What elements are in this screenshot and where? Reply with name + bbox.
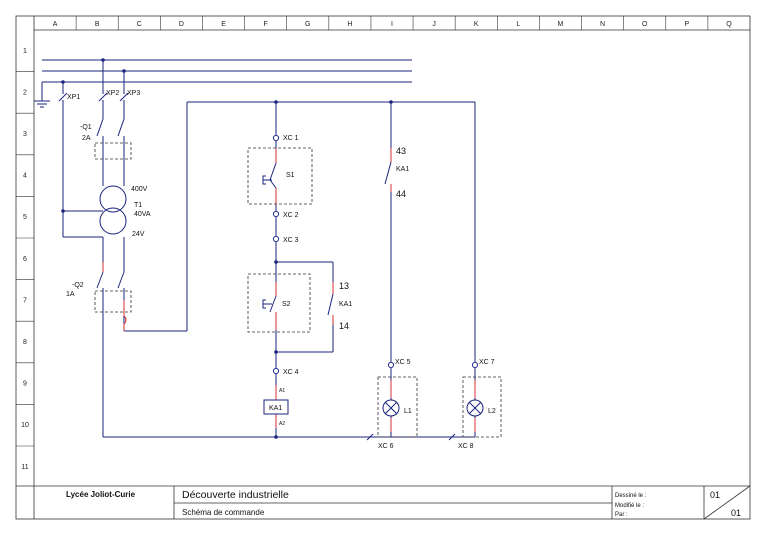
terminal-label: XC 8 (458, 443, 474, 450)
title-block: Lycée Joliot-Curie Découverte industriel… (66, 485, 751, 520)
coil-a2: A2 (279, 421, 285, 427)
sheet-number: 01 (710, 490, 720, 500)
terminal-label: XC 6 (378, 443, 394, 450)
column-label: O (642, 21, 648, 28)
row-label: 8 (23, 339, 27, 346)
column-label: B (95, 21, 100, 28)
terminal-label: XC 2 (283, 212, 299, 219)
terminal-label: XC 4 (283, 369, 299, 376)
fuse-label: XP3 (127, 90, 140, 97)
ka1-aux-top: 43 (396, 146, 406, 156)
contact-blades (96, 118, 392, 316)
lamp-symbols (382, 399, 484, 417)
column-label: D (179, 21, 184, 28)
pushbutton-actuators (262, 175, 272, 309)
column-label: G (305, 21, 310, 28)
fuse-label: XP1 (67, 94, 80, 101)
drawing-frame (15, 15, 751, 520)
column-label: L (516, 21, 520, 28)
row-label: 10 (21, 422, 29, 429)
row-label: 1 (23, 48, 27, 55)
modified-on-label: Modifié le : (615, 503, 644, 509)
grid-ticks (16, 16, 709, 447)
ka1-hold-bottom: 14 (339, 321, 349, 331)
switch-s2-label: S2 (282, 301, 291, 308)
terminal-markers (272, 134, 479, 375)
terminal-label: XC 7 (479, 359, 495, 366)
transformer-primary: 400V (131, 186, 148, 193)
switch-s1-label: S1 (286, 172, 295, 179)
ka1-hold-top: 13 (339, 281, 349, 291)
breaker-q2-label: -Q2 (72, 282, 84, 289)
row-label: 3 (23, 131, 27, 138)
terminal-label: XC 5 (395, 359, 411, 366)
terminal-label: XC 1 (283, 135, 299, 142)
transformer-power: 40VA (134, 211, 151, 218)
ka1-aux-name: KA1 (396, 166, 409, 173)
drawn-by-label: Par : (615, 512, 628, 518)
row-label: 9 (23, 381, 27, 388)
labels: XP1 XP2 XP3 -Q1 2A 400V T1 40VA 24V -Q2 … (66, 90, 496, 450)
row-headers: 1 2 3 4 5 6 7 8 9 10 11 (21, 48, 29, 471)
drawn-on-label: Dessiné le : (615, 493, 647, 499)
row-label: 6 (23, 256, 27, 263)
row-label: 7 (23, 297, 27, 304)
lamp-l1-label: L1 (404, 408, 412, 415)
drawing-subtitle: Schéma de commande (182, 508, 265, 517)
sheet-total: 01 (731, 508, 741, 518)
transformer-name: T1 (134, 202, 142, 209)
dashed-boxes (94, 142, 502, 438)
column-label: N (600, 21, 605, 28)
column-label: C (137, 21, 142, 28)
breaker-q1-rating: 2A (82, 135, 91, 142)
junction-dots (61, 58, 393, 439)
coil-a1: A1 (279, 388, 285, 394)
column-headers: A B C D E F G H I J K L M N O P Q (53, 21, 732, 28)
row-label: 2 (23, 89, 27, 96)
column-label: M (558, 21, 564, 28)
column-label: F (264, 21, 268, 28)
lamp-l2-label: L2 (488, 408, 496, 415)
column-label: A (53, 21, 58, 28)
breaker-q1-label: -Q1 (80, 124, 92, 131)
fuse-symbols (58, 92, 129, 102)
contact-leads (102, 148, 476, 432)
column-label: E (221, 21, 226, 28)
column-label: Q (726, 21, 732, 28)
terminal-label: XC 3 (283, 237, 299, 244)
column-label: K (474, 21, 479, 28)
wiring (34, 59, 476, 438)
column-label: P (684, 21, 689, 28)
school-name: Lycée Joliot-Curie (66, 490, 136, 499)
return-terminals (366, 433, 456, 441)
ka1-aux-bottom: 44 (396, 189, 406, 199)
row-label: 5 (23, 214, 27, 221)
transformer-secondary: 24V (132, 231, 145, 238)
transformer-symbol (99, 185, 127, 235)
coil-name: KA1 (269, 405, 282, 412)
ka1-hold-name: KA1 (339, 301, 352, 308)
fuse-label: XP2 (106, 90, 119, 97)
drawing-title: Découverte industrielle (182, 489, 289, 501)
column-label: J (432, 21, 436, 28)
breaker-q2-rating: 1A (66, 291, 75, 298)
column-label: H (347, 21, 352, 28)
row-label: 11 (21, 464, 28, 471)
relay-coil (263, 399, 289, 415)
column-label: I (391, 21, 393, 28)
row-label: 4 (23, 173, 27, 180)
